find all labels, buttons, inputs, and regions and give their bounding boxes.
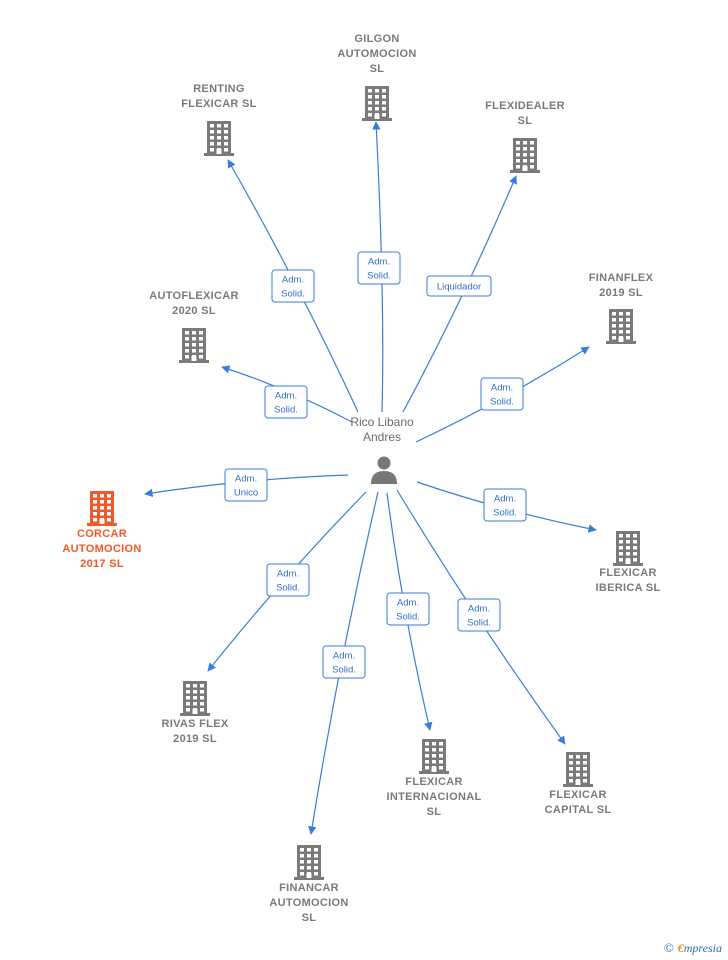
role-text: Adm. [468,604,490,615]
company-name-line: FLEXIDEALER [485,100,565,112]
company-name-line: SL [518,115,533,127]
building-icon [510,138,540,173]
role-text: Solid. [367,271,391,282]
company-name-line: SL [427,806,442,818]
role-badge-flexicar-iberica[interactable]: Adm. Solid. [483,488,527,522]
company-name-line: GILGON [354,33,399,45]
role-text: Adm. [494,494,516,505]
company-node-finanflex[interactable]: FINANFLEX 2019 SL [589,272,654,344]
company-name-line: FLEXICAR SL [181,98,256,110]
role-text: Liquidador [437,282,481,293]
company-node-autoflexicar[interactable]: AUTOFLEXICAR 2020 SL [149,290,239,363]
copyright-icon: © [663,940,674,955]
building-icon [362,86,392,121]
company-name-line: INTERNACIONAL [387,791,482,803]
role-text: Solid. [467,618,491,629]
company-node-flexicar-capital[interactable]: FLEXICAR CAPITAL SL [545,752,612,816]
company-node-gilgon[interactable]: GILGON AUTOMOCION SL [337,33,416,121]
role-badge-corcar[interactable]: Adm. Unico [224,468,268,502]
building-icon [563,752,593,787]
company-name-line: CAPITAL SL [545,804,612,816]
role-text: Solid. [276,583,300,594]
role-text: Adm. [397,598,419,609]
building-icon [180,681,210,716]
building-icon [606,309,636,344]
role-badge-flexicar-internacional[interactable]: Adm. Solid. [386,592,430,626]
company-name-line: AUTOMOCION [337,48,416,60]
role-badge-flexidealer[interactable]: Liquidador [426,275,492,297]
person-name-line: Rico Libano [350,415,414,429]
role-text: Unico [234,488,258,499]
role-text: Adm. [275,391,297,402]
company-name-line: SL [370,63,385,75]
role-text: Adm. [368,257,390,268]
company-name-line: 2019 SL [173,733,217,745]
role-text: Adm. [333,651,355,662]
building-icon [204,121,234,156]
role-badge-renting[interactable]: Adm. Solid. [271,269,315,303]
brand-name: mpresia [683,941,722,955]
role-text: Solid. [274,405,298,416]
company-name-line: FINANCAR [279,882,339,894]
person-name-line: Andres [363,430,401,444]
company-name-line: SL [302,912,317,924]
role-badge-financar[interactable]: Adm. Solid. [322,645,366,679]
role-badge-rivas[interactable]: Adm. Solid. [266,563,310,597]
company-node-flexicar-iberica[interactable]: FLEXICAR IBERICA SL [596,531,661,594]
building-icon [87,491,117,526]
company-name-line: AUTOMOCION [269,897,348,909]
company-name-line: FINANFLEX [589,272,654,284]
company-name-line: 2020 SL [172,305,216,317]
role-text: Adm. [277,569,299,580]
person-icon[interactable] [371,456,397,485]
building-icon [179,328,209,363]
company-name-line: 2017 SL [80,558,124,570]
company-name-line: FLEXICAR [405,776,462,788]
company-name-line: AUTOFLEXICAR [149,290,239,302]
role-badge-flexicar-capital[interactable]: Adm. Solid. [457,598,501,632]
building-icon [613,531,643,566]
role-text: Solid. [490,397,514,408]
company-name-line: AUTOMOCION [62,543,141,555]
company-node-corcar[interactable]: CORCAR AUTOMOCION 2017 SL [62,491,141,570]
company-node-flexicar-internacional[interactable]: FLEXICAR INTERNACIONAL SL [387,739,482,818]
role-text: Adm. [235,474,257,485]
role-badge-gilgon[interactable]: Adm. Solid. [357,251,401,285]
company-node-rivas[interactable]: RIVAS FLEX 2019 SL [162,681,229,745]
company-name-line: RENTING [193,83,245,95]
company-name-line: FLEXICAR [599,567,656,579]
brand-initial: € [677,941,684,955]
building-icon [294,845,324,880]
role-text: Adm. [491,383,513,394]
building-icon [419,739,449,774]
role-badge-autoflexicar[interactable]: Adm. Solid. [264,385,308,419]
role-text: Solid. [332,665,356,676]
role-text: Solid. [396,612,420,623]
role-text: Adm. [282,275,304,286]
company-name-line: CORCAR [77,528,127,540]
role-text: Solid. [281,289,305,300]
role-text: Solid. [493,508,517,519]
company-name-line: RIVAS FLEX [162,718,229,730]
company-name-line: FLEXICAR [549,789,606,801]
company-node-renting[interactable]: RENTING FLEXICAR SL [181,83,256,156]
company-node-flexidealer[interactable]: FLEXIDEALER SL [485,100,565,173]
role-badge-finanflex[interactable]: Adm. Solid. [480,377,524,411]
company-name-line: IBERICA SL [596,582,661,594]
company-name-line: 2019 SL [599,287,643,299]
brand-logo: ©€mpresia [664,940,722,956]
company-node-financar[interactable]: FINANCAR AUTOMOCION SL [269,845,348,924]
